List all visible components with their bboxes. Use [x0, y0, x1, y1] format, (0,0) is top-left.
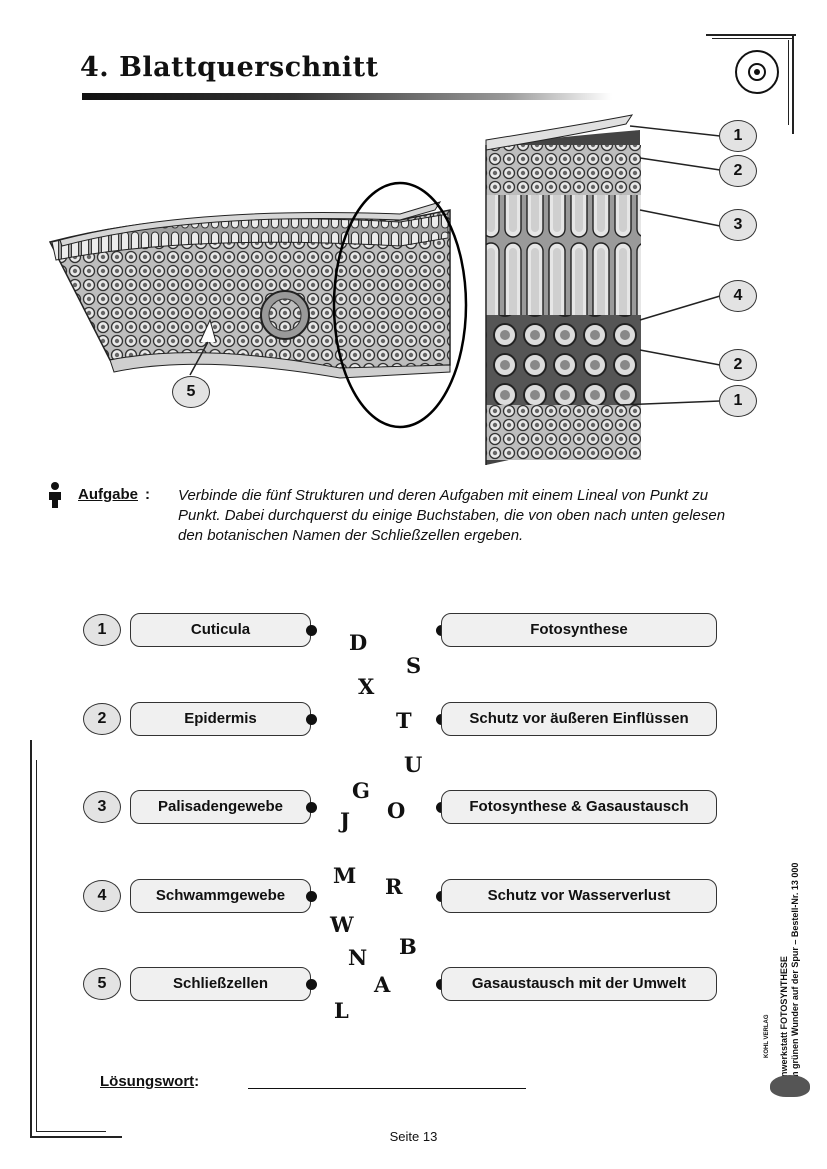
connection-dot[interactable]: [306, 714, 317, 725]
puzzle-letter: B: [399, 934, 417, 959]
frame-line: [706, 34, 796, 36]
frame-line: [36, 760, 37, 1132]
callout-2: 2: [719, 155, 757, 187]
puzzle-letter: T: [396, 708, 412, 733]
puzzle-letter: N: [348, 945, 368, 970]
puzzle-letter: J: [340, 808, 350, 833]
callout-1: 1: [719, 385, 757, 417]
side-publisher-text: Lernwerkstatt FOTOSYNTHESE Dem grünen Wu…: [779, 862, 800, 1091]
puzzle-letter: D: [349, 630, 368, 655]
page-title: 4. Blattquerschnitt: [80, 52, 379, 83]
puzzle-letter: U: [404, 752, 423, 777]
structure-label: Schwammgewebe: [130, 879, 311, 913]
puzzle-letter: W: [330, 912, 354, 937]
structure-number: 4: [83, 880, 121, 912]
structure-label: Palisadengewebe: [130, 790, 311, 824]
task-text: Verbinde die fünf Strukturen und deren A…: [178, 487, 726, 544]
frame-line: [36, 1131, 106, 1132]
solution-answer-line[interactable]: [248, 1088, 526, 1089]
page-number: Seite 13: [389, 1129, 438, 1144]
target-icon: [735, 50, 779, 94]
solution-label: Lösungswort:: [100, 1073, 200, 1090]
publisher-logo-icon: [770, 1075, 810, 1097]
connection-dot[interactable]: [306, 891, 317, 902]
structure-label: Cuticula: [130, 613, 311, 647]
task-label: Aufgabe: [78, 486, 138, 503]
task-colon: :: [145, 486, 150, 503]
function-label: Schutz vor äußeren Einflüssen: [441, 702, 717, 736]
callout-1: 1: [719, 120, 757, 152]
frame-line: [792, 34, 794, 134]
function-label: Schutz vor Wasserverlust: [441, 879, 717, 913]
structure-label: Schließzellen: [130, 967, 311, 1001]
callout-4: 4: [719, 280, 757, 312]
puzzle-letter: X: [358, 674, 375, 699]
structure-number: 2: [83, 703, 121, 735]
puzzle-letter: G: [352, 778, 370, 803]
function-label: Fotosynthese: [441, 613, 717, 647]
puzzle-letter: O: [387, 798, 406, 823]
frame-line: [30, 1136, 122, 1138]
puzzle-letter: M: [333, 863, 357, 888]
function-label: Fotosynthese & Gasaustausch: [441, 790, 717, 824]
title-underline: [82, 93, 612, 100]
callout-3: 3: [719, 209, 757, 241]
connection-dot[interactable]: [306, 625, 317, 636]
connection-dot[interactable]: [306, 979, 317, 990]
function-label: Gasaustausch mit der Umwelt: [441, 967, 717, 1001]
structure-number: 5: [83, 968, 121, 1000]
structure-label: Epidermis: [130, 702, 311, 736]
publisher-name: KOHL VERLAG: [764, 1014, 770, 1058]
frame-line: [30, 740, 32, 1138]
connection-dot[interactable]: [306, 802, 317, 813]
callout-5: 5: [172, 376, 210, 408]
structure-number: 3: [83, 791, 121, 823]
puzzle-letter: S: [406, 653, 422, 678]
frame-line: [712, 38, 792, 39]
puzzle-letter: A: [374, 972, 391, 997]
frame-line: [788, 40, 789, 125]
puzzle-letter: L: [334, 998, 349, 1023]
person-icon: [49, 482, 61, 508]
puzzle-letter: R: [385, 874, 403, 899]
callout-2: 2: [719, 349, 757, 381]
structure-number: 1: [83, 614, 121, 646]
leaf-cross-section-diagram: [48, 114, 721, 465]
